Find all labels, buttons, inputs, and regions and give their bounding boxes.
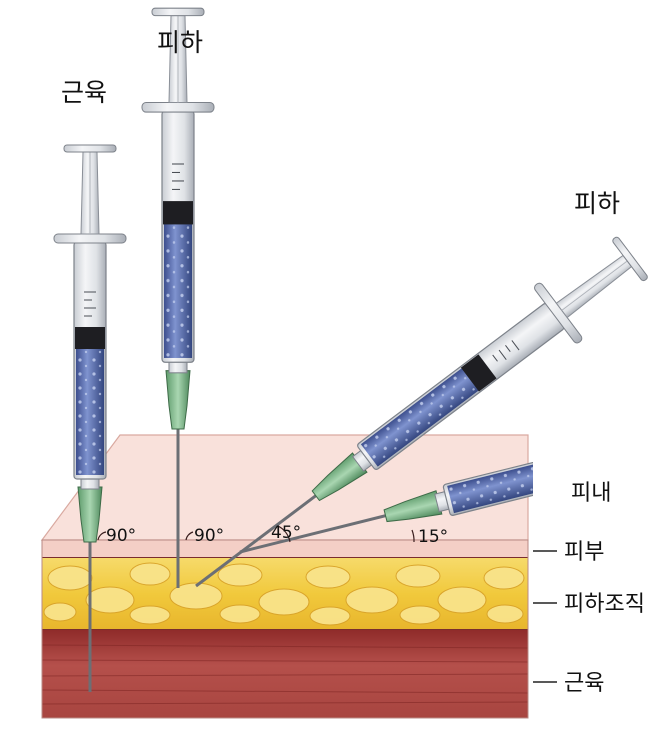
fat-lobules: [43, 562, 525, 626]
angle-label-subq-45: 45°: [271, 523, 301, 543]
skin-block: [40, 434, 529, 719]
muscle-fibers: [41, 644, 529, 705]
angle-label-im: 90°: [106, 526, 136, 546]
label-subcutaneous-layer: 피하조직: [564, 592, 645, 617]
angle-arc-intradermal: [411, 529, 415, 543]
angle-label-subq-90: 90°: [194, 526, 224, 546]
label-subcutaneous-vertical: 피하: [157, 28, 203, 57]
angle-label-intradermal: 15°: [418, 527, 448, 547]
angle-arc-subq-45: [277, 525, 291, 543]
label-skin-layer: 피부: [564, 540, 604, 565]
angle-arcs: [97, 525, 415, 543]
label-subcutaneous-angled: 피하: [574, 189, 620, 218]
angle-arc-im: [97, 531, 107, 541]
label-intramuscular: 근육: [61, 78, 107, 107]
layer-leader-lines: [533, 550, 557, 683]
angle-arc-subq-90: [185, 531, 194, 541]
label-intradermal: 피내: [571, 481, 611, 506]
label-muscle-layer: 근육: [564, 671, 604, 696]
